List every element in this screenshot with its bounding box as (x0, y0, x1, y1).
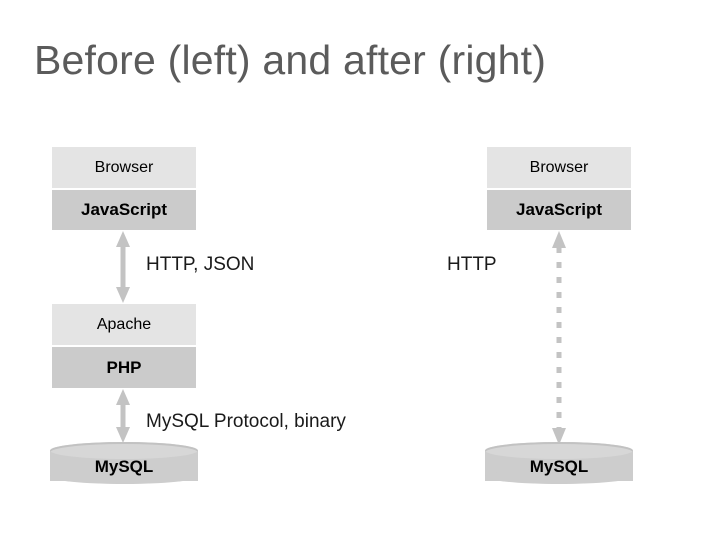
connector-label-http: HTTP (447, 254, 497, 275)
node-label: MySQL (529, 457, 589, 476)
node-label: JavaScript (516, 200, 602, 219)
cylinder-top (50, 442, 198, 459)
page-title: Before (left) and after (right) (34, 37, 547, 83)
node-mysql-right: MySQL (485, 442, 633, 484)
node-label: PHP (106, 357, 142, 377)
node-php-left: PHP (52, 347, 196, 388)
node-apache-left: Apache (52, 304, 196, 345)
cylinder-bottom (485, 469, 633, 484)
node-mysql-left: MySQL (50, 442, 198, 484)
connector-label-http-json: HTTP, JSON (146, 254, 255, 275)
cylinder-top (485, 442, 633, 459)
cylinder-bottom (50, 469, 198, 484)
node-javascript-right: JavaScript (487, 190, 631, 230)
node-label: MySQL (94, 457, 154, 476)
node-javascript-left: JavaScript (52, 190, 196, 230)
node-label: Apache (96, 315, 152, 333)
connector-label-mysql-protocol: MySQL Protocol, binary (146, 411, 346, 432)
connector-mysql-protocol-arrow (113, 389, 133, 443)
node-label: Browser (529, 158, 589, 176)
node-label: JavaScript (81, 200, 167, 219)
node-browser-right: Browser (487, 147, 631, 188)
connector-http-json-arrow (113, 231, 133, 303)
node-browser-left: Browser (52, 147, 196, 188)
node-label: Browser (94, 158, 154, 176)
connector-http-dashed-arrow (549, 231, 569, 445)
